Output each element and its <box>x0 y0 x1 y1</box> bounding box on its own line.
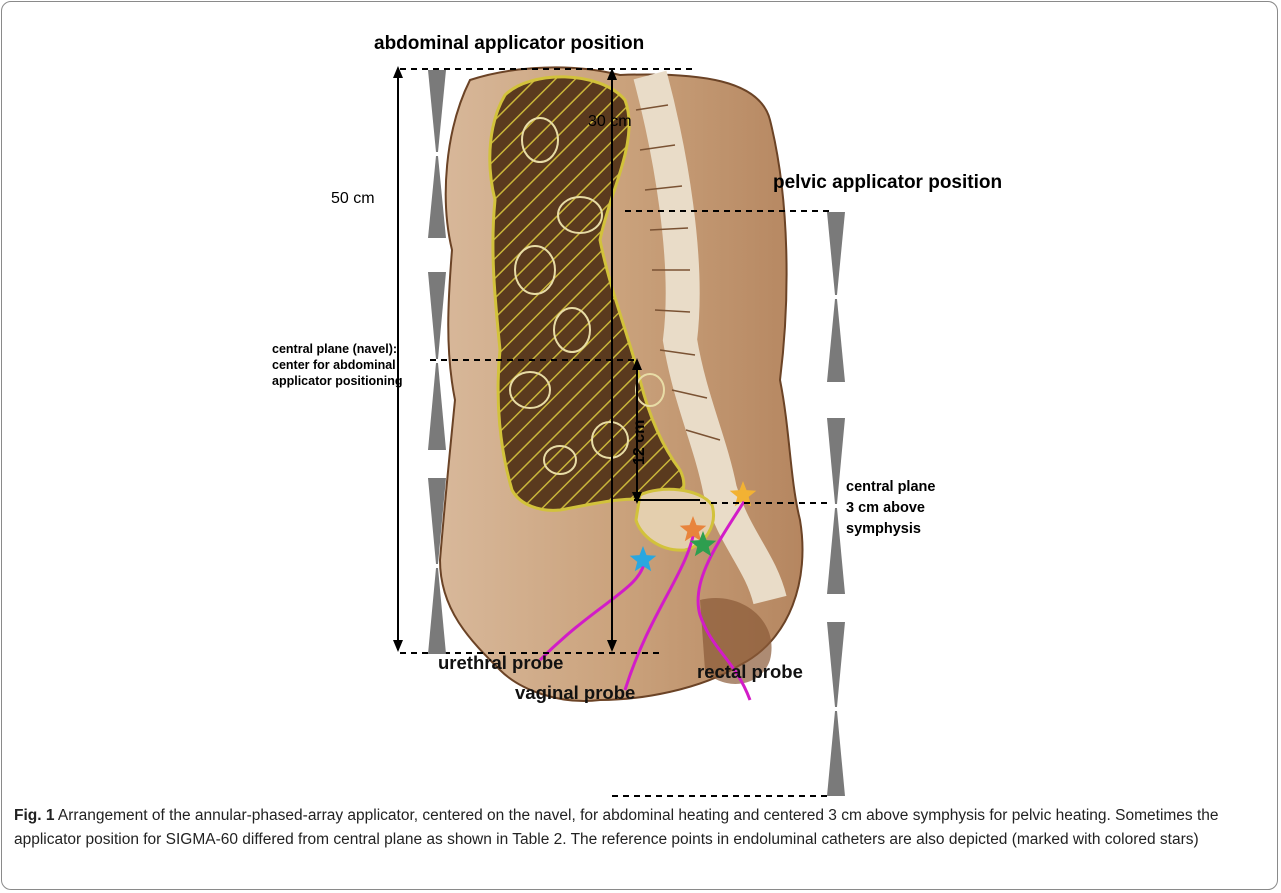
figure-illustration: abdominal applicator position pelvic app… <box>0 0 1281 800</box>
anatomy-illustration <box>440 67 803 701</box>
symphysis-plane-line-3: symphysis <box>846 521 921 537</box>
label-rectal-probe: rectal probe <box>697 661 803 682</box>
antenna-pelvic-2-lower <box>827 508 845 594</box>
symphysis-plane-line-1: central plane <box>846 479 935 495</box>
antenna-abdominal-2-upper <box>428 272 446 359</box>
antenna-pelvic-3-lower <box>827 711 845 796</box>
pelvic-applicator-antennas <box>827 212 845 796</box>
title-pelvic: pelvic applicator position <box>773 172 1002 193</box>
title-abdominal: abdominal applicator position <box>374 33 644 54</box>
label-30cm: 30 cm <box>588 113 632 130</box>
label-50cm: 50 cm <box>331 190 375 207</box>
antenna-abdominal-1-lower <box>428 156 446 238</box>
label-urethral-probe: urethral probe <box>438 652 563 673</box>
antenna-pelvic-1-lower <box>827 299 845 382</box>
antenna-abdominal-1-upper <box>428 70 446 152</box>
label-12cm: 12 cm <box>631 420 648 465</box>
symphysis-plane-line-2: 3 cm above <box>846 500 925 516</box>
caption-label: Fig. 1 <box>14 807 54 824</box>
navel-plane-line-3: applicator positioning <box>272 374 403 388</box>
figure-caption: Fig. 1 Arrangement of the annular-phased… <box>14 804 1264 852</box>
navel-plane-line-1: central plane (navel): <box>272 342 397 356</box>
label-vaginal-probe: vaginal probe <box>515 682 635 703</box>
antenna-pelvic-3-upper <box>827 622 845 707</box>
antenna-pelvic-1-upper <box>827 212 845 295</box>
caption-text: Arrangement of the annular-phased-array … <box>14 807 1219 848</box>
antenna-pelvic-2-upper <box>827 418 845 504</box>
antenna-abdominal-2-lower <box>428 363 446 450</box>
navel-plane-line-2: center for abdominal <box>272 358 396 372</box>
